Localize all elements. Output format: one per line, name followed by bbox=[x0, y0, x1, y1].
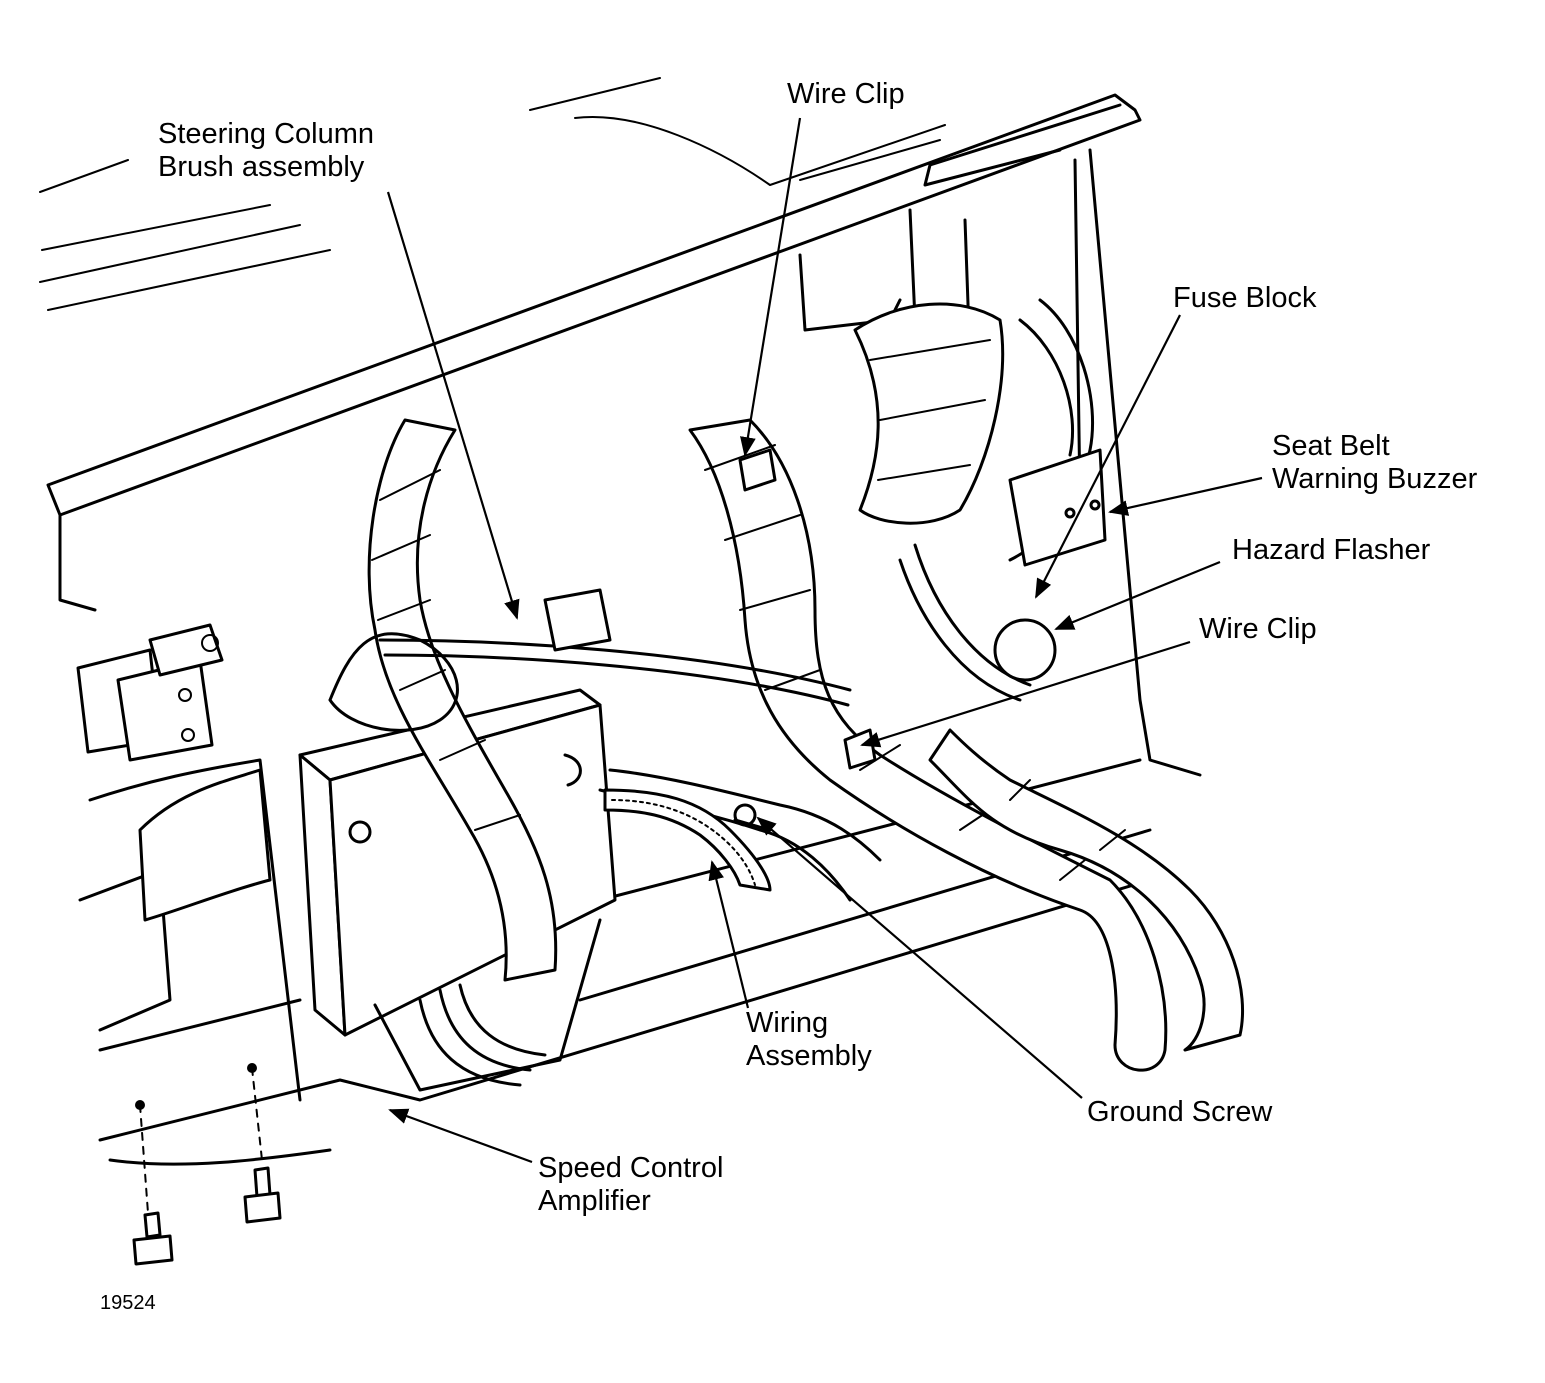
label-wiring-assembly: Wiring Assembly bbox=[746, 1007, 872, 1073]
leader-seat-belt-buzzer bbox=[1108, 476, 1263, 516]
label-line: Speed Control bbox=[538, 1152, 724, 1184]
label-line: Wire Clip bbox=[787, 78, 905, 110]
label-line: Wire Clip bbox=[1199, 613, 1317, 645]
leader-hazard-flasher bbox=[1054, 560, 1221, 631]
label-ground-screw: Ground Screw bbox=[1087, 1096, 1272, 1129]
fuse-block-assembly bbox=[993, 448, 1107, 682]
wiring-harness bbox=[328, 298, 1245, 1087]
figure-number: 19524 bbox=[100, 1292, 156, 1314]
leader-speed-control-amplifier bbox=[388, 1108, 533, 1164]
wiring-assembly-conduit bbox=[603, 788, 772, 892]
label-line: Amplifier bbox=[538, 1185, 651, 1217]
label-speed-control-amplifier: Speed Control Amplifier bbox=[538, 1152, 723, 1218]
callout-leaders bbox=[386, 117, 1263, 1164]
label-line: Assembly bbox=[746, 1040, 872, 1072]
dash-panel bbox=[46, 93, 1202, 777]
label-fuse-block: Fuse Block bbox=[1173, 282, 1316, 315]
label-line: Ground Screw bbox=[1087, 1096, 1273, 1128]
leader-fuse-block bbox=[1035, 314, 1181, 599]
left-connector bbox=[76, 623, 224, 762]
label-line: Fuse Block bbox=[1173, 282, 1317, 314]
leader-wire-clip-top bbox=[740, 117, 802, 457]
leader-wiring-assembly bbox=[708, 860, 750, 1009]
label-line: Wiring bbox=[746, 1007, 829, 1039]
ground-screw-hardware bbox=[733, 803, 772, 832]
steering-column-frame bbox=[78, 758, 1152, 1166]
mounting-screws bbox=[132, 1063, 282, 1266]
label-wire-clip-right: Wire Clip bbox=[1199, 613, 1317, 646]
dash-outline-lines bbox=[39, 77, 946, 311]
leader-wire-clip-right bbox=[860, 640, 1191, 748]
leader-ground-screw bbox=[756, 816, 1083, 1099]
leader-steering-column-brush bbox=[386, 191, 520, 620]
label-line: Warning Buzzer bbox=[1272, 463, 1478, 495]
label-line: Seat Belt bbox=[1272, 430, 1390, 462]
label-seat-belt-buzzer: Seat Belt Warning Buzzer bbox=[1272, 430, 1477, 496]
label-line: Steering Column bbox=[158, 118, 374, 150]
label-line: Hazard Flasher bbox=[1232, 534, 1431, 566]
label-wire-clip-top: Wire Clip bbox=[787, 78, 905, 111]
label-hazard-flasher: Hazard Flasher bbox=[1232, 534, 1430, 567]
label-steering-column-brush: Steering Column Brush assembly bbox=[158, 118, 374, 184]
label-line: Brush assembly bbox=[158, 151, 365, 183]
